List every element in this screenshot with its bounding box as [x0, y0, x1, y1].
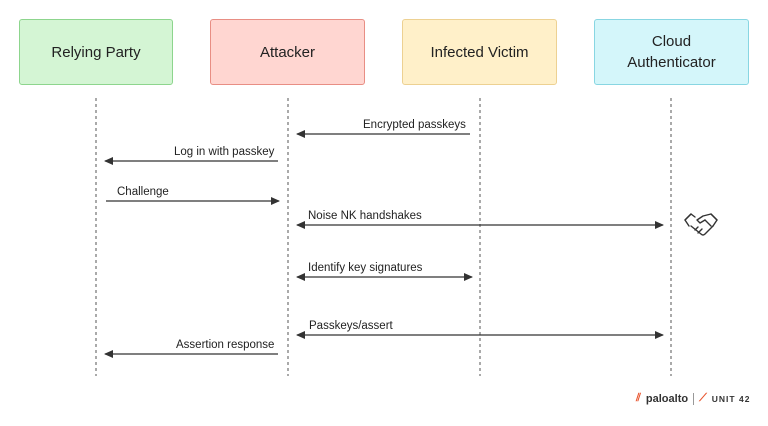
handshake-icon [684, 213, 718, 236]
label-encrypted-passkeys: Encrypted passkeys [363, 119, 466, 131]
label-log-in: Log in with passkey [174, 146, 275, 158]
actor-label: Attacker [259, 43, 316, 61]
actor-attacker: Attacker [210, 19, 365, 85]
actor-label: Cloud Authenticator [627, 33, 716, 71]
paloalto-mark-icon: ⫽ [636, 392, 641, 404]
label-noise-nk: Noise NK handshakes [308, 210, 422, 222]
label-passkeys-assert: Passkeys/assert [309, 320, 393, 332]
label-identify-keys: Identify key signatures [308, 262, 423, 274]
unit42-mark-icon: ⟋ [699, 392, 707, 404]
label-challenge: Challenge [117, 186, 169, 198]
actor-label: Infected Victim [430, 43, 529, 61]
actor-infected-victim: Infected Victim [402, 19, 557, 85]
actor-label: Relying Party [51, 43, 141, 61]
label-assertion-response: Assertion response [176, 339, 275, 351]
paloalto-wordmark: paloalto [645, 392, 689, 405]
actor-relying-party: Relying Party [19, 19, 173, 85]
logo-divider [693, 392, 695, 405]
actor-cloud-authenticator: Cloud Authenticator [594, 19, 749, 85]
brand-logo: ⫽ paloalto ⟋ UNIT 42 [636, 392, 750, 405]
unit42-wordmark: UNIT 42 [711, 393, 751, 404]
